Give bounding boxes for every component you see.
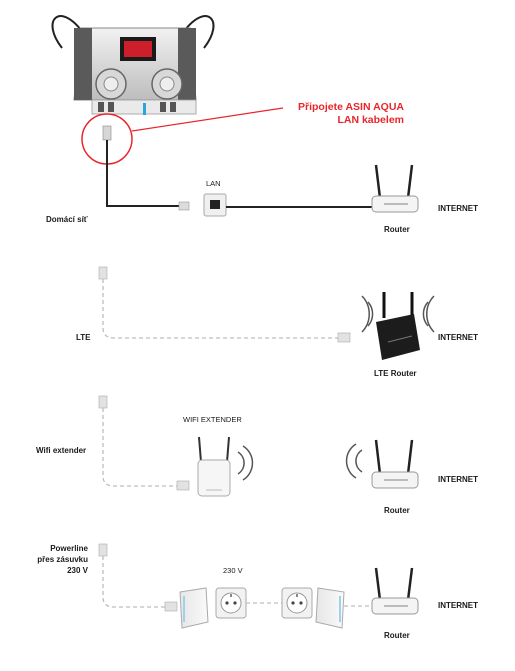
powerline-adapter-icon [179, 587, 209, 629]
wifi-router-icon [371, 567, 419, 615]
power-socket-icon [215, 587, 247, 619]
lte-router-label: LTE Router [374, 369, 417, 378]
powerline-label-line-3: 230 V [67, 566, 88, 575]
voltage-label: 230 V [223, 566, 243, 575]
row-lte [98, 266, 435, 360]
router-label: Router [384, 631, 410, 640]
powerline-label-line-1: Powerline [50, 544, 88, 553]
row-powerline [98, 543, 419, 629]
lan-plug-icon [176, 480, 190, 491]
callout-line-2: LAN kabelem [337, 114, 404, 126]
internet-label: INTERNET [438, 333, 478, 342]
row-wifi-extender [98, 395, 419, 497]
powerline-adapter-icon [315, 587, 345, 629]
wifi-router-icon [371, 439, 419, 489]
powerline-label: Powerline přes zásuvku 230 V [20, 543, 88, 576]
wireless-link-dashed [102, 556, 166, 608]
power-socket-icon [281, 587, 313, 619]
wireless-link-dashed [102, 279, 338, 339]
callout-text: Připojete ASIN AQUA LAN kabelem [262, 101, 404, 127]
wifi-extender-label: Wifi extender [36, 446, 87, 455]
lte-label: LTE [76, 333, 91, 342]
wireless-link-dashed [102, 408, 178, 487]
callout-line-1: Připojete ASIN AQUA [298, 101, 404, 113]
internet-label: INTERNET [438, 601, 478, 610]
callout-pointer-line [131, 107, 284, 132]
row-home-network [102, 125, 419, 217]
lan-plug-icon [98, 543, 108, 557]
asin-aqua-device [51, 15, 215, 115]
lan-plug-icon [178, 201, 190, 211]
lan-plug-icon [98, 266, 108, 280]
lan-plug-icon [102, 125, 112, 141]
wifi-signal-icon [237, 443, 363, 481]
internet-label: INTERNET [438, 204, 478, 213]
internet-label: INTERNET [438, 475, 478, 484]
lan-plug-icon [98, 395, 108, 409]
wifi-router-icon [371, 164, 419, 213]
router-label: Router [384, 225, 410, 234]
router-label: Router [384, 506, 410, 515]
wifi-extender-icon [197, 436, 231, 497]
wifi-extender-top-label: WIFI EXTENDER [183, 415, 242, 424]
powerline-label-line-2: přes zásuvku [37, 555, 88, 564]
wifi-signal-icon [361, 295, 435, 333]
home-network-label: Domácí síť [46, 215, 88, 224]
lan-plug-icon [337, 332, 351, 343]
lan-label: LAN [206, 179, 221, 188]
lan-plug-icon [164, 601, 178, 612]
lte-router-icon [376, 292, 420, 360]
lan-cable [106, 140, 181, 207]
